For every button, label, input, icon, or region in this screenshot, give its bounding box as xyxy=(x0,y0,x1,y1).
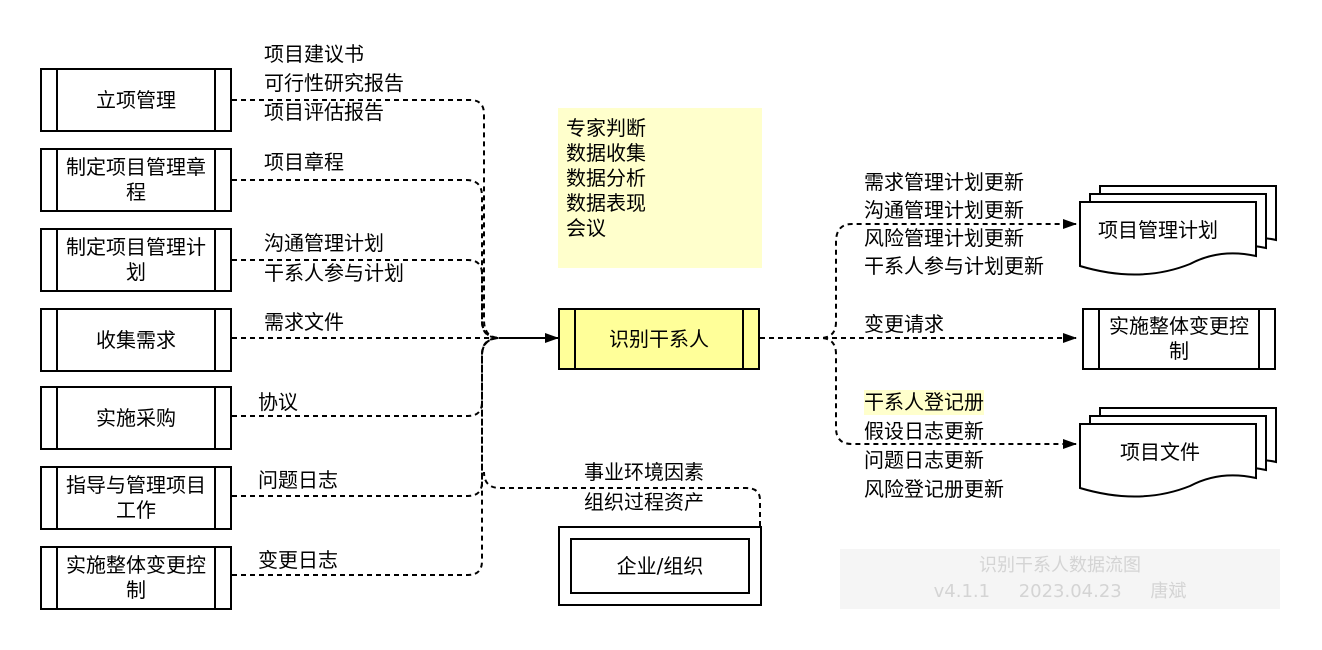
process-box-2[interactable]: 制定项目管理章程 xyxy=(40,148,232,212)
watermark-title: 识别干系人数据流图 xyxy=(979,555,1141,576)
doc-project-plan-shape xyxy=(1079,185,1277,276)
process-box-6[interactable]: 指导与管理项目工作 xyxy=(40,466,232,530)
tools-panel: 专家判断 数据收集 数据分析 数据表现 会议 xyxy=(558,108,762,268)
process-label: 实施采购 xyxy=(96,405,176,430)
input-label: 问题日志 xyxy=(258,468,338,492)
flow-line-1 xyxy=(232,99,501,339)
watermark: 识别干系人数据流图 v4.1.1 2023.04.23 唐斌 xyxy=(840,549,1280,609)
output-label: 需求管理计划更新 xyxy=(864,170,1024,194)
output-label: 干系人参与计划更新 xyxy=(864,254,1044,278)
process-box-1[interactable]: 立项管理 xyxy=(40,68,232,132)
target-process-label: 实施整体变更控制 xyxy=(1109,314,1249,363)
center-process-box[interactable]: 识别干系人 xyxy=(558,308,760,370)
output-label: 沟通管理计划更新 xyxy=(864,198,1024,222)
input-label: 协议 xyxy=(258,390,298,414)
doc-project-files-label[interactable]: 项目文件 xyxy=(1120,440,1200,464)
output-label: 变更请求 xyxy=(864,312,944,336)
process-box-5[interactable]: 实施采购 xyxy=(40,386,232,450)
target-process-box[interactable]: 实施整体变更控制 xyxy=(1082,308,1276,370)
flow-line-7 xyxy=(232,337,501,576)
watermark-meta: v4.1.1 2023.04.23 唐斌 xyxy=(840,579,1280,605)
process-box-7[interactable]: 实施整体变更控制 xyxy=(40,546,232,610)
enterprise-label: 企业/组织 xyxy=(616,553,704,578)
process-box-4[interactable]: 收集需求 xyxy=(40,308,232,372)
process-label: 收集需求 xyxy=(96,327,176,352)
center-process-label: 识别干系人 xyxy=(609,326,709,351)
input-label: 项目建议书 xyxy=(264,42,364,66)
input-label: 项目评估报告 xyxy=(264,100,384,124)
input-label: 可行性研究报告 xyxy=(264,71,404,95)
flow-line-env xyxy=(483,471,761,526)
output-label: 风险管理计划更新 xyxy=(864,226,1024,250)
enterprise-box[interactable]: 企业/组织 xyxy=(558,526,762,606)
enterprise-inner: 企业/组织 xyxy=(570,538,750,594)
process-label: 制定项目管理计划 xyxy=(66,235,206,284)
input-label: 干系人参与计划 xyxy=(264,261,404,285)
tool-item: 数据收集 xyxy=(566,141,646,165)
output-label: 问题日志更新 xyxy=(864,448,984,472)
tool-item: 会议 xyxy=(566,216,606,240)
process-box-3[interactable]: 制定项目管理计划 xyxy=(40,228,232,292)
process-label: 立项管理 xyxy=(96,87,176,112)
input-label: 项目章程 xyxy=(264,150,344,174)
tool-item: 数据分析 xyxy=(566,166,646,190)
tool-item: 专家判断 xyxy=(566,116,646,140)
output-label: 风险登记册更新 xyxy=(864,477,1004,501)
watermark-version: v4.1.1 xyxy=(933,581,991,602)
flow-line-out-3 xyxy=(760,337,1077,449)
tool-item: 数据表现 xyxy=(566,191,646,215)
doc-project-files-shape xyxy=(1079,407,1277,498)
input-label: 需求文件 xyxy=(264,310,344,334)
process-label: 制定项目管理章程 xyxy=(66,155,206,204)
enterprise-input-label: 组织过程资产 xyxy=(584,490,704,514)
watermark-date: 2023.04.23 xyxy=(1018,581,1122,602)
doc-project-plan-label[interactable]: 项目管理计划 xyxy=(1098,218,1218,242)
enterprise-input-label: 事业环境因素 xyxy=(584,460,704,484)
watermark-author: 唐斌 xyxy=(1150,581,1187,602)
input-label: 变更日志 xyxy=(258,548,338,572)
input-label: 沟通管理计划 xyxy=(264,231,384,255)
process-label: 实施整体变更控制 xyxy=(66,553,206,602)
output-label: 假设日志更新 xyxy=(864,419,984,443)
process-label: 指导与管理项目工作 xyxy=(66,473,206,522)
output-label-highlighted: 干系人登记册 xyxy=(864,390,984,415)
